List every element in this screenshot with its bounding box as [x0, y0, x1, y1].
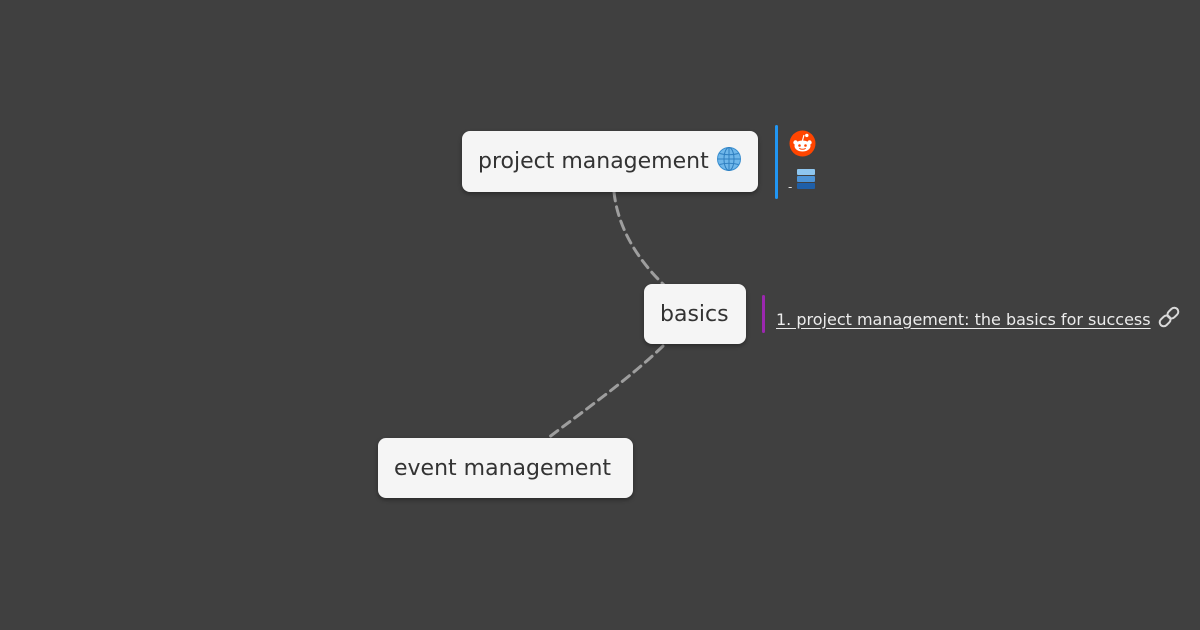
- node-basics[interactable]: basics: [644, 284, 746, 344]
- node-label: event management: [394, 455, 612, 481]
- node-project-management[interactable]: project management: [462, 131, 758, 192]
- note-bar-blue: [775, 125, 778, 199]
- node-event-management[interactable]: event management: [378, 438, 633, 498]
- note-dash: -: [788, 180, 793, 194]
- connector-basics-event: [546, 344, 665, 440]
- note-bar-purple: [762, 295, 765, 333]
- reference-link[interactable]: 1. project management: the basics for su…: [776, 304, 1182, 334]
- connector-project-basics: [612, 190, 666, 287]
- link-chain-icon: [1156, 304, 1182, 334]
- reddit-icon[interactable]: [789, 130, 816, 161]
- node-label: project management: [478, 149, 709, 174]
- node-label: basics: [660, 301, 729, 327]
- stacked-layers-icon[interactable]: [796, 168, 816, 194]
- globe-icon: [716, 146, 742, 178]
- reference-link-text: 1. project management: the basics for su…: [776, 309, 1151, 329]
